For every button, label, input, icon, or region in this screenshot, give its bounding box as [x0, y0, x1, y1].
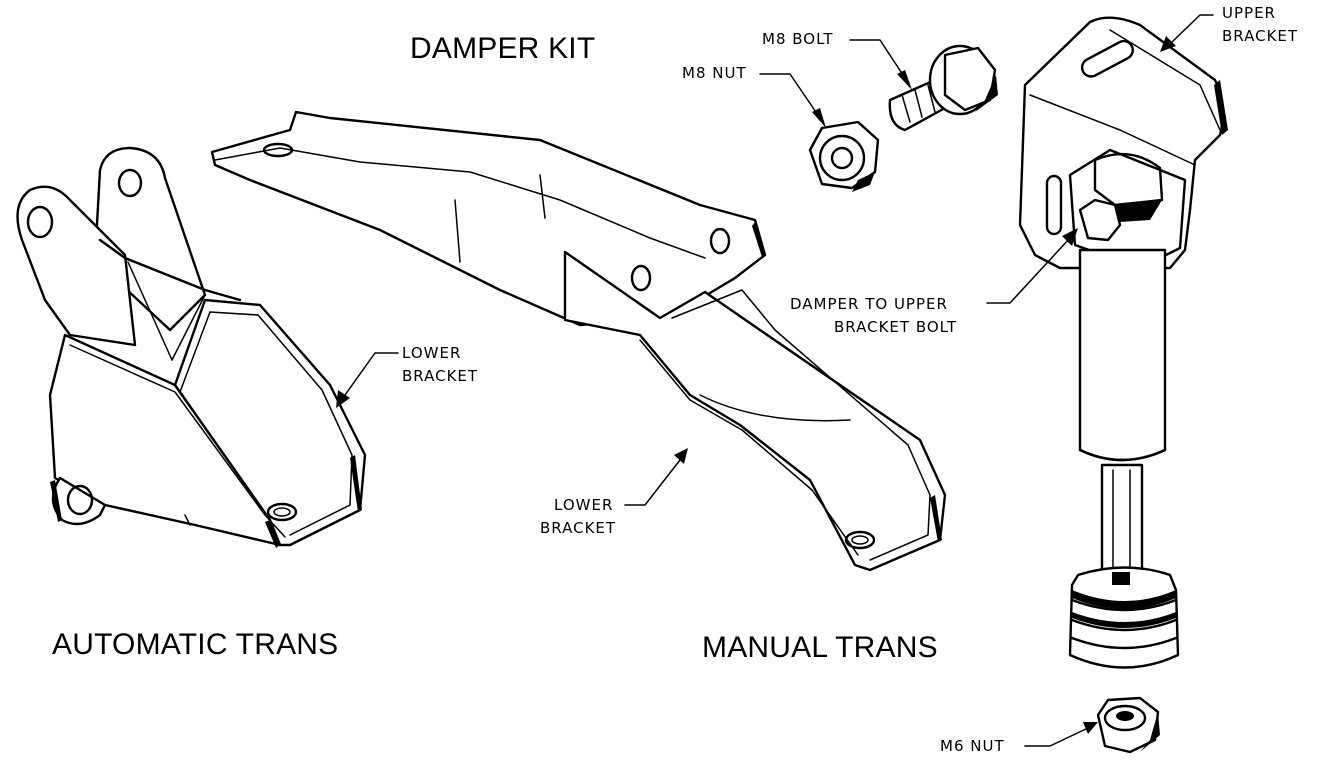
m6-nut: [1096, 696, 1160, 754]
upper-bracket-label-line2: BRACKET: [1222, 27, 1299, 45]
auto-lower-label-line1: LOWER: [402, 344, 462, 362]
manual-trans-lower-bracket: [210, 110, 947, 572]
manual-trans-title: MANUAL TRANS: [702, 631, 938, 664]
manual-lower-label-line2: BRACKET: [540, 519, 617, 537]
m8-bolt: [888, 44, 998, 132]
automatic-lower-bracket-label: LOWER BRACKET: [402, 342, 478, 388]
damper-bolt-label-line1: DAMPER TO UPPER: [790, 295, 948, 313]
automatic-trans-lower-bracket: [16, 146, 367, 548]
m8-nut: [808, 120, 880, 192]
upper-bracket-label-line1: UPPER: [1222, 4, 1276, 22]
m8-bolt-label: M8 BOLT: [762, 30, 834, 48]
damper-body: [1068, 248, 1180, 669]
upper-bracket: [1018, 16, 1228, 270]
manual-lower-bracket-label: LOWER BRACKET: [540, 494, 616, 540]
m6-nut-label: M6 NUT: [940, 737, 1005, 755]
damper-kit-title: DAMPER KIT: [410, 32, 596, 65]
automatic-trans-title: AUTOMATIC TRANS: [52, 628, 339, 661]
leader-lines: [336, 14, 1214, 747]
damper-to-upper-bracket-bolt-label: DAMPER TO UPPER BRACKET BOLT: [790, 293, 957, 339]
m8-nut-label: M8 NUT: [682, 64, 747, 82]
upper-bracket-label: UPPER BRACKET: [1222, 2, 1298, 48]
manual-lower-label-line1: LOWER: [554, 496, 614, 514]
auto-lower-label-line2: BRACKET: [402, 367, 479, 385]
damper-bolt-label-line2: BRACKET BOLT: [834, 318, 958, 336]
